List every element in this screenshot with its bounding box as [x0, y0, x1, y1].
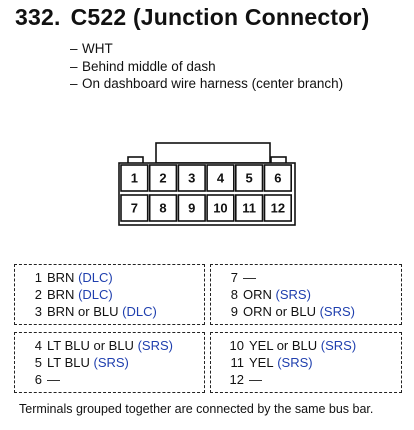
page-title: 332. C522 (Junction Connector): [15, 4, 370, 31]
note-harness: –On dashboard wire harness (center branc…: [70, 76, 344, 91]
terminal-number: 2: [159, 171, 166, 186]
connector-notes: –WHT –Behind middle of dash –On dashboar…: [70, 40, 343, 93]
terminal-cell: [235, 194, 264, 222]
terminal-number: 12: [271, 201, 285, 216]
list-item: 7—: [230, 270, 256, 285]
terminal-number: 4: [217, 171, 225, 186]
terminal-cell: [206, 194, 235, 222]
terminal-number: 1: [131, 171, 138, 186]
connector-latch: [155, 142, 271, 164]
terminal-number: 11: [242, 201, 256, 216]
terminal-number: 10: [213, 201, 227, 216]
terminal-cell: [177, 164, 206, 192]
terminal-number: 5: [246, 171, 253, 186]
terminal-cell: [120, 194, 149, 222]
terminal-number: 7: [131, 201, 138, 216]
terminal-number: 3: [188, 171, 195, 186]
list-item: 6—: [34, 372, 60, 387]
terminal-number: 6: [274, 171, 281, 186]
terminal-number: 9: [188, 201, 195, 216]
list-item: 12—: [229, 372, 262, 387]
terminal-cell: [206, 164, 235, 192]
footer-note: Terminals grouped together are connected…: [19, 402, 374, 416]
terminal-cell: [148, 164, 178, 192]
terminal-number: 8: [159, 201, 166, 216]
terminal-cell: [263, 164, 293, 192]
terminal-cell: [148, 194, 178, 222]
terminal-cell: [177, 194, 206, 222]
terminal-cell: [235, 164, 264, 192]
note-color: –WHT: [70, 41, 113, 56]
note-location: –Behind middle of dash: [70, 58, 216, 74]
connector-title: C522 (Junction Connector): [70, 4, 370, 30]
section-number: 332.: [15, 4, 61, 30]
terminal-cell: [263, 194, 293, 222]
terminal-cell: [120, 164, 149, 192]
